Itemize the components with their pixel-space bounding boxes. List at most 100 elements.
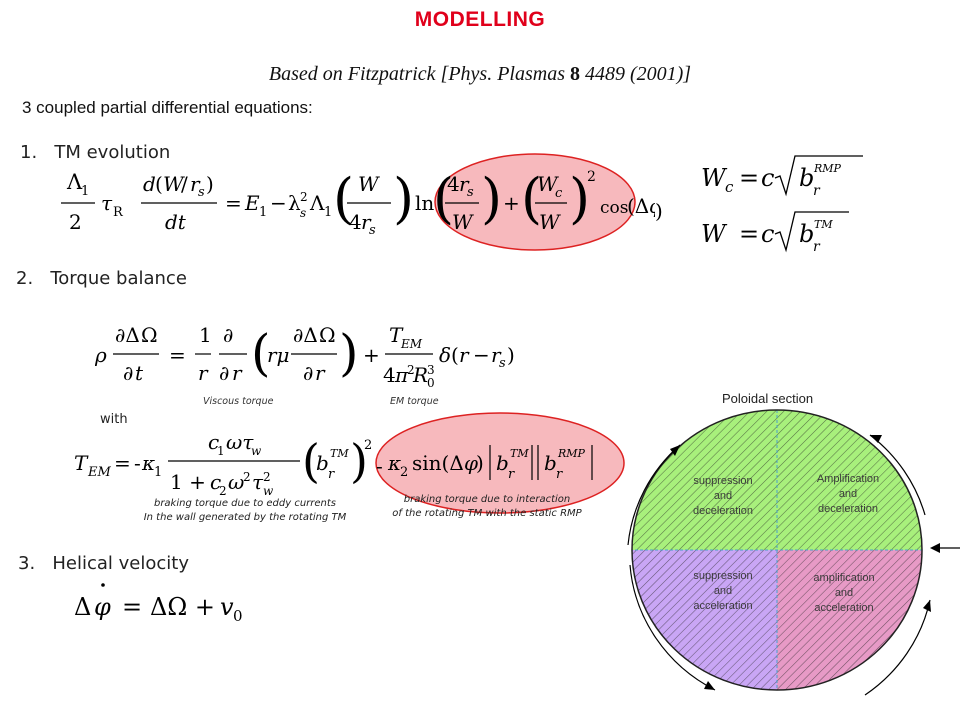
svg-text:r: r: [459, 172, 470, 196]
quadrant-top-right: Amplification and deceleration: [793, 472, 903, 517]
svg-text:): ): [507, 343, 515, 367]
svg-text:r: r: [198, 361, 209, 385]
svg-text:δ: δ: [439, 343, 451, 367]
svg-text:RMP: RMP: [557, 447, 586, 460]
caption-rmp-interaction: braking torque due to interaction of the…: [372, 493, 602, 521]
svg-text:c: c: [210, 470, 221, 494]
svg-text:=: =: [739, 220, 759, 248]
svg-text:): ): [481, 167, 502, 230]
svg-text:T: T: [389, 323, 404, 347]
svg-text:w: w: [251, 444, 262, 458]
quadrant-bl-line-1: suppression: [693, 570, 753, 582]
svg-text:∂: ∂: [223, 323, 233, 347]
quadrant-br-line-2: and: [834, 587, 854, 599]
svg-text:TM: TM: [510, 447, 529, 460]
caption-eddy-currents: braking torque due to eddy currents In t…: [120, 497, 370, 525]
svg-text:s: s: [467, 185, 474, 200]
svg-text:=: =: [225, 191, 242, 215]
svg-text:∂Δ: ∂Δ: [293, 323, 318, 347]
svg-text:4: 4: [383, 363, 396, 387]
svg-text:): ): [206, 172, 214, 196]
svg-text:TM: TM: [814, 218, 833, 231]
svg-text:∂: ∂: [303, 361, 313, 385]
svg-text:w: w: [263, 484, 274, 498]
svg-text:c: c: [725, 178, 734, 196]
svg-text:(: (: [155, 172, 163, 196]
svg-text:4: 4: [447, 172, 460, 196]
section-2-label: Torque balance: [50, 268, 187, 289]
quadrant-bl-line-3: acceleration: [693, 600, 753, 612]
quadrant-tr-line-1: Amplification: [816, 473, 880, 485]
svg-text:Ω: Ω: [141, 323, 158, 347]
svg-text:2: 2: [400, 465, 408, 480]
svg-text:2: 2: [300, 190, 308, 204]
quadrant-tr-line-3: deceleration: [818, 503, 878, 515]
svg-text:∂: ∂: [219, 361, 229, 385]
em-torque-label: EM torque: [390, 396, 439, 407]
svg-text:b: b: [544, 451, 557, 475]
svg-text:W: W: [701, 220, 728, 248]
svg-text:Λ: Λ: [309, 191, 325, 215]
svg-text:T: T: [74, 451, 89, 475]
svg-text:=: =: [739, 164, 759, 192]
svg-text:0: 0: [427, 376, 435, 390]
svg-text:(: (: [433, 167, 454, 230]
svg-text:TM: TM: [330, 447, 349, 460]
svg-text:=: =: [169, 343, 186, 367]
section-3-label: Helical velocity: [52, 553, 189, 574]
svg-text:W: W: [452, 210, 474, 234]
svg-text:ln: ln: [415, 191, 434, 215]
svg-text:sin(Δ: sin(Δ: [412, 451, 464, 475]
svg-text:r: r: [813, 239, 821, 255]
section-1-heading: 1. TM evolution: [20, 142, 170, 163]
svg-text:1: 1: [324, 205, 332, 220]
svg-text:d: d: [143, 172, 156, 196]
svg-text:-: -: [134, 451, 141, 475]
svg-text:): ): [476, 451, 484, 475]
section-3-number: 3.: [18, 553, 36, 574]
svg-text:RMP: RMP: [813, 162, 842, 175]
svg-text:ΔΩ +: ΔΩ +: [150, 593, 215, 621]
intro-text: 3 coupled partial differential equations…: [22, 98, 313, 117]
svg-text:W: W: [539, 210, 561, 234]
svg-text:1: 1: [199, 323, 212, 347]
section-2-number: 2.: [16, 268, 34, 289]
section-1-label: TM evolution: [54, 142, 171, 163]
reference-subtitle: Based on Fitzpatrick [Phys. Plasmas 8 44…: [0, 63, 960, 86]
quadrant-tl-line-2: and: [713, 490, 733, 502]
svg-text:): ): [569, 167, 590, 230]
svg-text:s: s: [300, 206, 306, 220]
reference-prefix: Based on Fitzpatrick [Phys. Plasmas: [268, 63, 570, 85]
svg-text:1: 1: [259, 205, 267, 220]
svg-text:c: c: [208, 430, 219, 454]
svg-text:c: c: [555, 186, 563, 201]
svg-text:s: s: [499, 356, 506, 371]
svg-text:c: c: [761, 164, 774, 192]
svg-text:0: 0: [233, 607, 243, 625]
quadrant-bl-line-2: and: [713, 585, 733, 597]
svg-text:b: b: [799, 220, 814, 248]
svg-text:2: 2: [263, 470, 271, 484]
svg-text:EM: EM: [400, 337, 423, 351]
svg-text:κ: κ: [387, 451, 401, 475]
svg-text:rμ: rμ: [267, 343, 290, 367]
caption-eddy-line-1: braking torque due to eddy currents: [153, 498, 337, 509]
svg-text:=: =: [114, 451, 131, 475]
svg-text:R: R: [113, 205, 124, 220]
svg-text:Λ: Λ: [66, 170, 83, 194]
svg-text:+: +: [503, 191, 520, 215]
svg-text:1 +: 1 +: [170, 470, 206, 494]
svg-text:ωτ: ωτ: [226, 430, 254, 454]
svg-text:r: r: [328, 467, 335, 482]
svg-text:v: v: [220, 593, 234, 621]
svg-text:τ: τ: [252, 470, 264, 494]
svg-text:=: =: [122, 593, 142, 621]
svg-text:ρ: ρ: [95, 343, 107, 367]
quadrant-br-line-1: amplification: [813, 572, 875, 584]
svg-text:1: 1: [217, 444, 225, 458]
diagram-title: Poloidal section: [722, 391, 814, 406]
svg-text:−: −: [473, 343, 490, 367]
quadrant-tr-line-2: and: [838, 488, 858, 500]
